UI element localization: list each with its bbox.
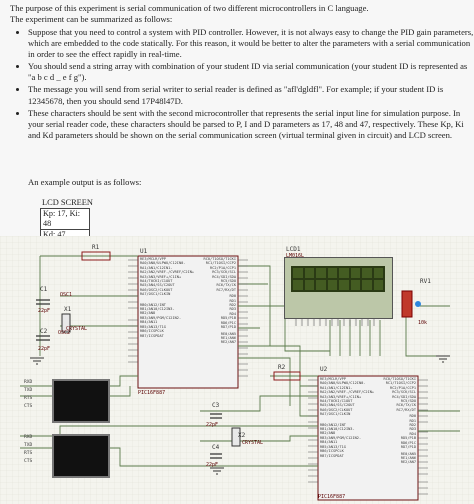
u2-chip-body xyxy=(317,375,419,501)
list-item: Suppose that you need to control a syste… xyxy=(28,27,474,60)
intro-paragraph: The purpose of this experiment is serial… xyxy=(10,3,466,25)
u1-chip-body xyxy=(137,255,239,389)
lcd-example-box: Kp: 17, Ki: 48 Kd: 47 xyxy=(40,208,90,241)
circuit-schematic: R1 U1 LCD1 LM016L RV1 10k C1 22pF C2 22p… xyxy=(0,236,474,504)
u2-model-label: PIC16F887 xyxy=(318,494,346,500)
lcd1-label: LCD1 xyxy=(286,246,301,253)
c4-label: C4 xyxy=(212,444,220,451)
rv1-wiper xyxy=(415,301,421,307)
c2-capacitor xyxy=(36,335,50,341)
c1-capacitor xyxy=(36,299,50,305)
example-caption: An example output is as follows: xyxy=(28,177,142,187)
list-item: These characters should be sent with the… xyxy=(28,108,474,141)
r2-resistor xyxy=(273,371,301,381)
lcd-example-line-1: Kp: 17, Ki: 48 xyxy=(43,209,81,228)
lcd-screen xyxy=(291,266,385,292)
lcd-example-line-2: Kd: 47 xyxy=(41,229,89,240)
u1-model-label: PIC16F887 xyxy=(138,390,166,396)
intro-line-1: The purpose of this experiment is serial… xyxy=(10,3,369,13)
c3-value-label: 22pF xyxy=(206,422,219,428)
u1-label: U1 xyxy=(140,248,148,255)
c2-value-label: 22pF xyxy=(38,346,51,352)
assignment-document: The purpose of this experiment is serial… xyxy=(0,0,474,241)
c3-label: C3 xyxy=(212,402,220,409)
c1-label: C1 xyxy=(40,286,48,293)
c2-label: C2 xyxy=(40,328,48,335)
requirements-list: Suppose that you need to control a syste… xyxy=(10,27,474,142)
c3-capacitor xyxy=(210,413,222,419)
list-item: The message you will send from serial wr… xyxy=(28,84,474,106)
x1-label: X1 xyxy=(64,306,72,313)
lcd-example-title: LCD SCREEN xyxy=(42,198,93,207)
r1-label: R1 xyxy=(92,244,100,251)
virtual-terminal-2 xyxy=(52,434,110,478)
c4-value-label: 22pF xyxy=(206,462,219,468)
x1-crystal xyxy=(61,313,71,333)
x2-label: X2 xyxy=(238,432,246,439)
rv1-potentiometer xyxy=(401,290,413,318)
r1-resistor xyxy=(81,251,111,261)
x2-crystal xyxy=(231,427,241,447)
c1-value-label: 22pF xyxy=(38,308,51,314)
u2-label: U2 xyxy=(320,366,328,373)
osc2-label: OSC2 xyxy=(58,330,71,336)
osc1-label: OSC1 xyxy=(60,292,73,298)
x1-type-label: CRYSTAL xyxy=(66,326,88,332)
c4-capacitor xyxy=(210,453,222,459)
x2-type-label: CRYSTAL xyxy=(242,440,264,446)
r2-label: R2 xyxy=(278,364,286,371)
intro-line-2: The experiment can be summarized as foll… xyxy=(10,14,173,24)
lcd-model-label: LM016L xyxy=(286,253,305,259)
rv1-label: RV1 xyxy=(420,278,431,285)
list-item: You should send a string array with comb… xyxy=(28,61,474,83)
lcd-module xyxy=(284,257,393,319)
rv1-value-label: 10k xyxy=(418,320,428,326)
virtual-terminal-1 xyxy=(52,379,110,423)
